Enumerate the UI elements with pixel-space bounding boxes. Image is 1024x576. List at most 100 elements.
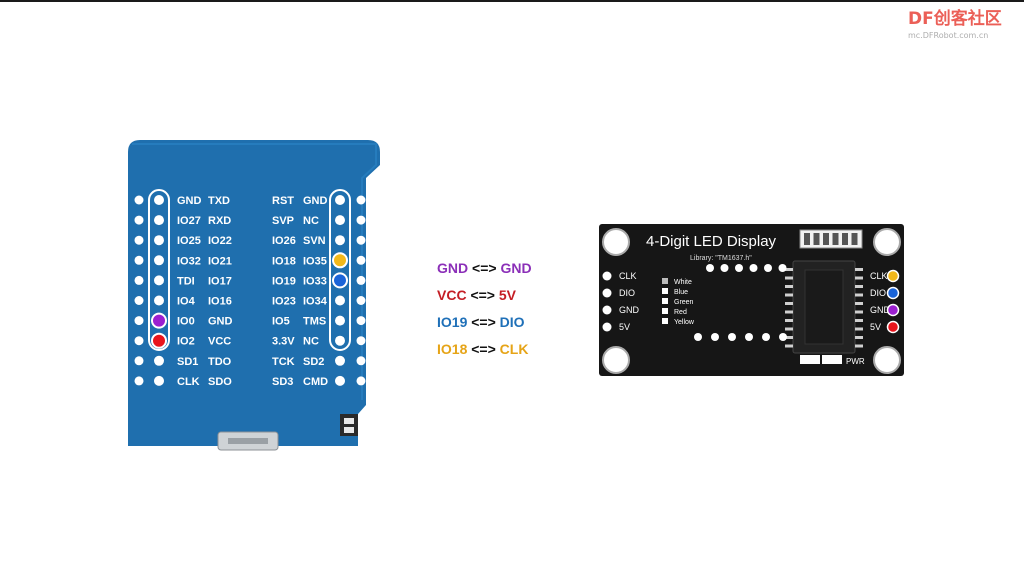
pin-label: RST xyxy=(272,195,294,207)
module-pin-label: 5V xyxy=(870,322,881,332)
header-hole xyxy=(154,355,164,366)
header-hole xyxy=(335,355,345,366)
pin-label: IO4 xyxy=(177,296,196,308)
module-pin-label: CLK xyxy=(619,271,637,281)
pin-label: GND xyxy=(177,195,202,207)
header-hole xyxy=(134,235,144,245)
module-library: Library: "TM1637.h" xyxy=(690,255,752,262)
pin-label: GND xyxy=(208,316,233,328)
header-hole xyxy=(335,215,345,226)
header-hole xyxy=(134,336,144,346)
header-hole xyxy=(335,195,345,205)
pin-label: SDO xyxy=(208,376,232,388)
header-hole xyxy=(356,376,366,386)
header-hole xyxy=(134,215,144,225)
watermark-url: mc.DFRobot.com.cn xyxy=(908,31,989,40)
pin-label: CMD xyxy=(303,376,328,388)
pin-label: SD3 xyxy=(272,376,293,388)
header-hole xyxy=(154,255,164,266)
pin-label: IO35 xyxy=(303,255,327,267)
pin-label: SVN xyxy=(303,235,326,247)
pin-label: TCK xyxy=(272,356,295,368)
header-hole xyxy=(335,235,345,246)
pin-label: VCC xyxy=(208,336,231,348)
pin-label: RXD xyxy=(208,215,231,227)
header-hole xyxy=(356,215,366,225)
mount-hole xyxy=(873,346,901,374)
mapping-row: IO19 <=> DIO xyxy=(437,311,587,338)
module-colored-pin xyxy=(886,303,900,317)
highlighted-pin xyxy=(151,332,167,349)
pin-label: IO23 xyxy=(272,296,296,308)
header-hole xyxy=(335,295,345,306)
mapping-arrow: <=> xyxy=(467,341,500,357)
module-pin-label: GND xyxy=(870,305,891,315)
pin-label: IO16 xyxy=(208,296,232,308)
highlighted-pin xyxy=(332,272,348,289)
pin-label: IO25 xyxy=(177,235,201,247)
pin-label: CLK xyxy=(177,376,200,388)
module-pin-hole xyxy=(602,271,612,281)
legend-label: Yellow xyxy=(674,319,695,326)
highlighted-pin xyxy=(332,252,348,269)
header-hole xyxy=(134,376,144,386)
module-colored-pin xyxy=(886,320,900,334)
header-hole xyxy=(154,375,164,386)
header-hole xyxy=(335,375,345,386)
legend-label: Blue xyxy=(674,289,688,296)
pin-label: IO26 xyxy=(272,235,296,247)
pin-label: TDI xyxy=(177,275,195,287)
module-pin-hole xyxy=(602,305,612,315)
pin-label: IO18 xyxy=(272,255,296,267)
header-hole xyxy=(335,335,345,346)
header-hole xyxy=(356,356,366,366)
header-hole xyxy=(154,235,164,246)
pin-label: SD2 xyxy=(303,356,324,368)
highlighted-pin xyxy=(151,312,167,329)
pin-label: IO19 xyxy=(272,275,296,287)
legend-label: Red xyxy=(674,309,687,316)
mapping-module-pin: 5V xyxy=(498,287,516,303)
mapping-esp32-pin: IO18 xyxy=(437,341,468,357)
pin-label: SD1 xyxy=(177,356,198,368)
module-pin-label: 5V xyxy=(619,322,630,332)
header-hole xyxy=(356,195,366,205)
pin-label: IO0 xyxy=(177,316,195,328)
pin-label: IO22 xyxy=(208,235,232,247)
module-colored-pin xyxy=(886,286,900,300)
module-title: 4-Digit LED Display xyxy=(646,233,777,250)
header-hole xyxy=(356,275,366,285)
header-hole xyxy=(134,316,144,326)
pin-label: IO27 xyxy=(177,215,201,227)
header-hole xyxy=(154,215,164,226)
mapping-arrow: <=> xyxy=(466,287,499,303)
mapping-module-pin: GND xyxy=(500,260,532,276)
pin-label: IO5 xyxy=(272,316,290,328)
header-hole xyxy=(154,295,164,306)
header-hole xyxy=(356,316,366,326)
pin-label: NC xyxy=(303,215,319,227)
watermark-brand: DF创客社区 xyxy=(908,9,1002,29)
mapping-arrow: <=> xyxy=(467,314,500,330)
pin-label: IO21 xyxy=(208,255,232,267)
legend-label: Green xyxy=(674,299,694,306)
led-display-module: 4-Digit LED Display Library: "TM1637.h" … xyxy=(599,224,904,376)
header-hole xyxy=(134,255,144,265)
top-border xyxy=(0,0,1024,2)
watermark: DF创客社区 mc.DFRobot.com.cn xyxy=(908,4,1020,44)
pin-label: IO2 xyxy=(177,336,195,348)
mapping-esp32-pin: GND xyxy=(437,260,469,276)
module-pin-hole xyxy=(602,288,612,298)
mapping-esp32-pin: VCC xyxy=(437,287,467,303)
module-pin-hole xyxy=(602,322,612,332)
module-colored-pin xyxy=(886,269,900,283)
mount-hole xyxy=(602,228,630,256)
esp32-pins xyxy=(134,195,366,386)
mapping-module-pin: CLK xyxy=(499,341,529,357)
